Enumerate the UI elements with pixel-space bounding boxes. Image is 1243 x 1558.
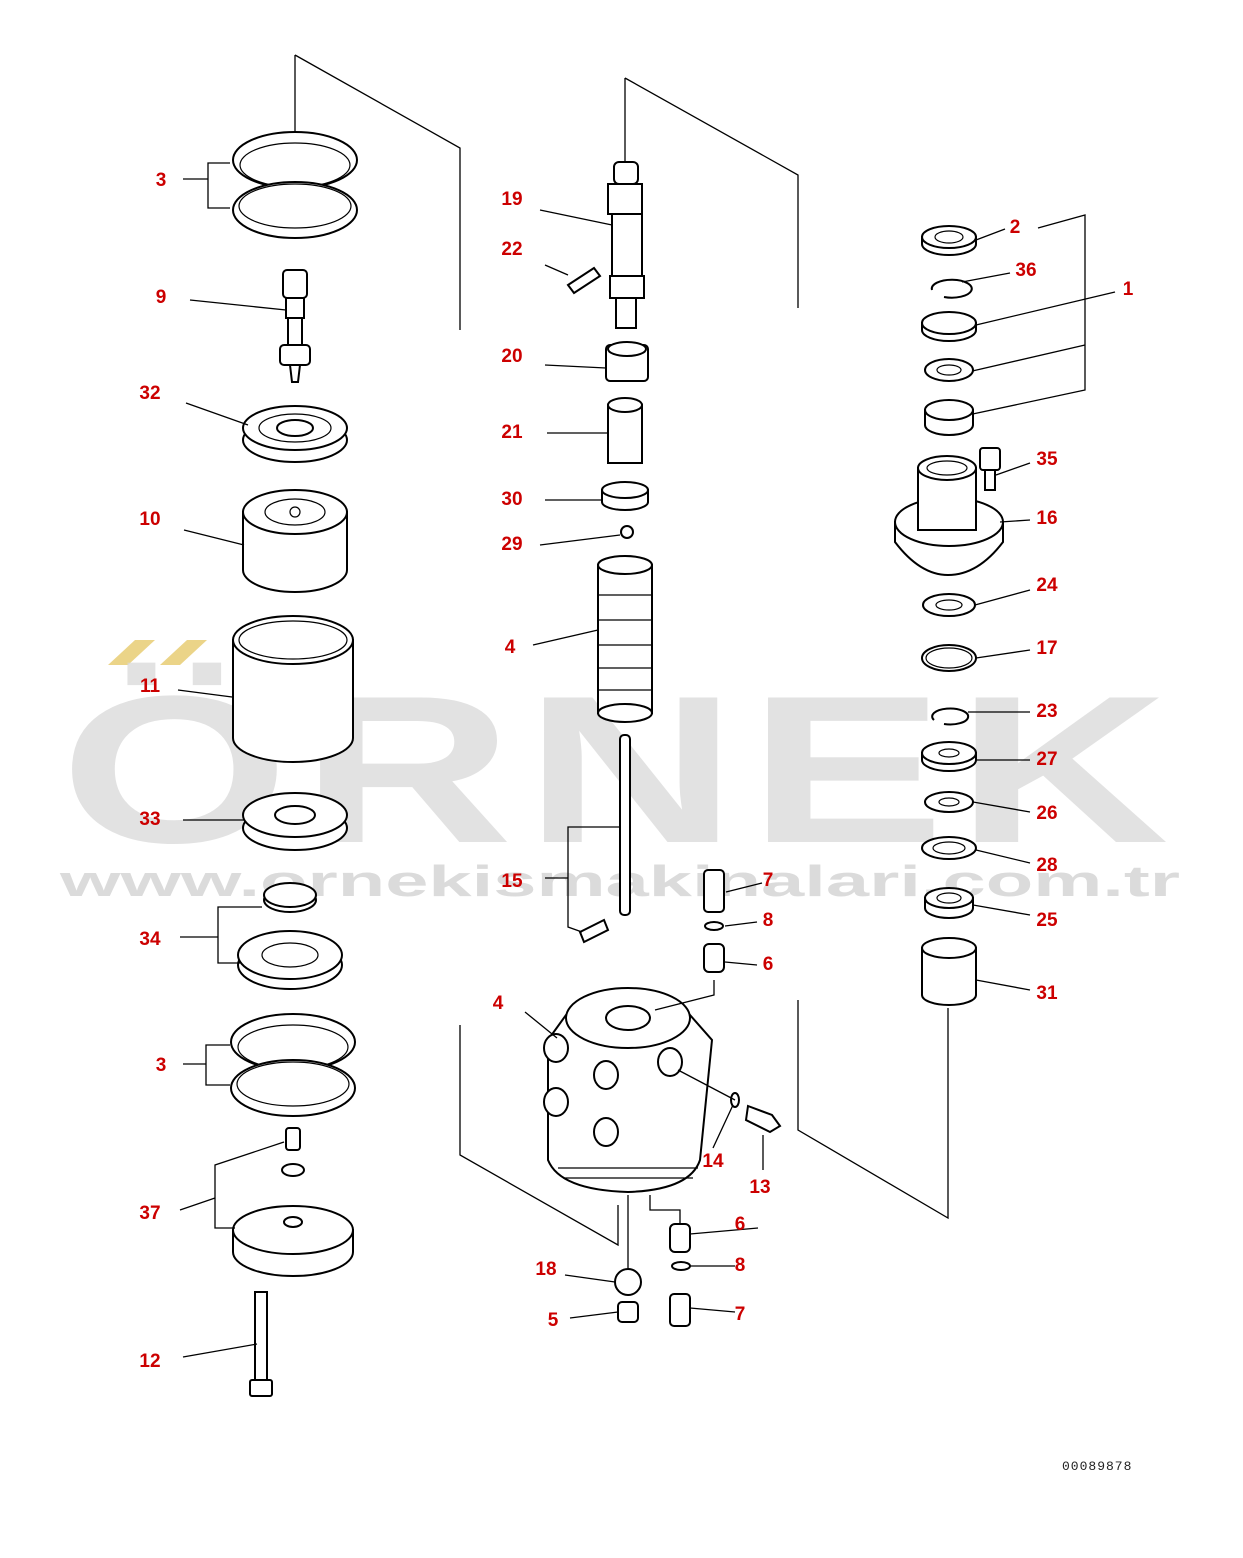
watermark-umlaut-left: [108, 640, 155, 665]
callout-2: 2: [1010, 217, 1021, 238]
part-3-seal-rings-top: [232, 131, 358, 239]
callout-7-top: 7: [763, 870, 774, 891]
part-11-sleeve: [232, 615, 354, 763]
callout-29: 29: [501, 534, 522, 555]
callout-27: 27: [1036, 749, 1057, 770]
part-3-seal-rings-bottom: [230, 1013, 356, 1117]
callout-37: 37: [139, 1203, 160, 1224]
callout-23: 23: [1036, 701, 1057, 722]
callout-36: 36: [1015, 260, 1036, 281]
part-30-ring: [601, 481, 649, 511]
callout-11: 11: [140, 676, 161, 697]
callout-3-bottom: 3: [156, 1055, 167, 1076]
part-1-seal-set: [921, 311, 977, 436]
callout-5: 5: [548, 1310, 559, 1331]
callout-8-top: 8: [763, 910, 774, 931]
part-7-plug-right-top: [703, 869, 725, 913]
callout-4-sleeve: 4: [505, 637, 516, 658]
part-6-plug-right: [703, 943, 725, 973]
callout-34: 34: [139, 929, 161, 950]
assembly-frame-lines: [294, 54, 1086, 1247]
callout-22: 22: [501, 239, 522, 260]
callout-9: 9: [156, 287, 167, 308]
callout-labels: 3 9 32 10 11 33 34 3 37 12 19 22 20 21 3…: [139, 170, 1133, 1372]
callout-31: 31: [1036, 983, 1058, 1004]
callout-6-bottom: 6: [735, 1214, 746, 1235]
callout-4-body: 4: [493, 993, 504, 1014]
callout-20: 20: [501, 346, 522, 367]
callout-8-bottom: 8: [735, 1255, 746, 1276]
part-6-plug-lower: [669, 1223, 691, 1253]
part-4-spool-sleeve: [597, 555, 653, 723]
part-16-flange-housing: [894, 455, 1004, 577]
part-17-oring: [921, 644, 977, 672]
part-5-seat: [617, 1301, 639, 1323]
part-32-end-plate: [242, 405, 348, 463]
callout-7-bottom: 7: [735, 1304, 746, 1325]
part-20-coupling: [605, 341, 649, 382]
callout-3-top: 3: [156, 170, 167, 191]
callout-26: 26: [1036, 803, 1057, 824]
callout-15: 15: [501, 871, 523, 892]
callout-14: 14: [702, 1151, 724, 1172]
part-24-washer: [922, 593, 976, 617]
callout-17: 17: [1036, 638, 1057, 659]
callout-1: 1: [1123, 279, 1134, 300]
part-23-snap-ring: [931, 707, 970, 726]
part-25-seal: [924, 887, 974, 919]
part-35-bolt: [979, 447, 1001, 491]
part-10-rotor-housing: [242, 489, 348, 593]
part-9-drive-shaft: [279, 269, 311, 383]
part-29-ball: [620, 525, 634, 539]
callout-18: 18: [535, 1259, 556, 1280]
callout-16: 16: [1036, 508, 1057, 529]
part-18-ball: [614, 1268, 642, 1296]
part-12-bolt: [249, 1291, 273, 1397]
watermark-umlaut-right: [160, 640, 207, 665]
callout-21: 21: [501, 422, 523, 443]
callout-12: 12: [139, 1351, 160, 1372]
part-7-plug-lower: [669, 1293, 691, 1327]
callout-10: 10: [139, 509, 160, 530]
callout-13: 13: [749, 1177, 770, 1198]
part-28-washer: [921, 836, 977, 860]
part-33-valve-plate: [242, 792, 348, 851]
part-19-spool-shaft: [607, 161, 645, 329]
part-21-bushing: [607, 397, 643, 464]
part-27-plate: [921, 741, 977, 772]
callout-19: 19: [501, 189, 522, 210]
leader-lines: [177, 162, 1116, 1358]
part-8-oring-right-top: [704, 921, 724, 931]
part-8-oring-lower: [671, 1261, 691, 1271]
callout-35: 35: [1036, 449, 1058, 470]
callout-32: 32: [139, 383, 160, 404]
document-number: 00089878: [1062, 1459, 1132, 1474]
part-26-thrust-bearing: [924, 791, 974, 813]
part-36-snap-ring: [930, 278, 973, 299]
callout-30: 30: [501, 489, 522, 510]
part-4-valve-body: [543, 987, 714, 1194]
part-13-fitting: [744, 1104, 782, 1134]
callout-25: 25: [1036, 910, 1058, 931]
callout-24: 24: [1036, 575, 1058, 596]
callout-28: 28: [1036, 855, 1057, 876]
part-15-check-rod: [578, 734, 631, 944]
part-2-cap: [921, 225, 977, 256]
callout-6-top: 6: [763, 954, 774, 975]
part-22-pin: [566, 266, 602, 295]
callout-33: 33: [139, 809, 160, 830]
part-37-end-cap: [232, 1127, 354, 1277]
part-34-star-plate: [237, 882, 343, 990]
part-31-bushing: [921, 937, 977, 1006]
